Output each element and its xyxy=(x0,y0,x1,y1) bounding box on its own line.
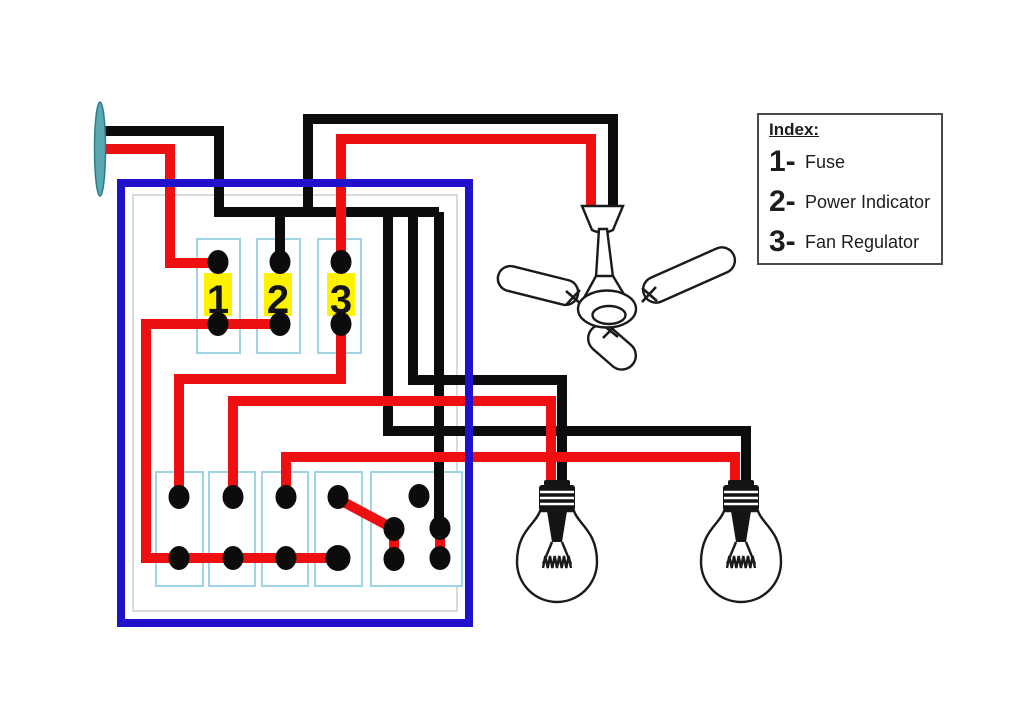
index-item-label: Power Indicator xyxy=(805,191,931,212)
index-title: Index: xyxy=(769,120,820,139)
index-box: Index: 1- Fuse 2- Power Indicator 3- Fan… xyxy=(757,113,943,265)
wire-red-regulator-to-fan xyxy=(336,134,596,262)
terminal-dot xyxy=(429,546,451,570)
fan-blade-bottom xyxy=(586,323,638,371)
terminal-dot xyxy=(269,312,291,336)
black-wires xyxy=(100,114,751,528)
fan-blade-clip xyxy=(565,289,582,306)
switchboard-outline xyxy=(117,179,473,627)
terminal-dot xyxy=(383,547,405,571)
terminal-dot xyxy=(168,546,190,570)
wire-red-supply-to-fuse xyxy=(100,144,214,268)
wire-red-switch-2-to-bulb-1 xyxy=(228,396,556,494)
component-number-2: 2 xyxy=(267,278,289,322)
component-number-1: 1 xyxy=(207,278,229,322)
index-item-label: Fan Regulator xyxy=(805,231,920,252)
terminal-dots xyxy=(168,250,451,571)
terminal-dot xyxy=(207,312,229,336)
index-item-number: 1- xyxy=(769,145,796,178)
label-highlight-1 xyxy=(204,273,232,316)
terminal-dot xyxy=(330,250,352,274)
index-item: 2- Power Indicator xyxy=(769,182,937,222)
fan-blade-left xyxy=(496,264,580,307)
ceiling-fan-icon xyxy=(496,204,737,371)
terminal-dot xyxy=(275,546,297,570)
fan-blade-right xyxy=(641,246,737,304)
terminal-dot xyxy=(222,485,244,509)
wire-black-supply-bus xyxy=(100,126,439,217)
index-item: 3- Fan Regulator xyxy=(769,222,937,262)
wire-black-to-bulb-2 xyxy=(383,212,751,490)
terminal-dot xyxy=(408,484,430,508)
label-highlight-2 xyxy=(264,273,292,316)
component-number-3: 3 xyxy=(330,278,352,322)
supply-cable-tip xyxy=(93,101,107,197)
terminal-dot xyxy=(327,485,349,509)
terminal-dot xyxy=(330,312,352,336)
index-item-label: Fuse xyxy=(805,151,846,172)
terminal-dot xyxy=(325,545,351,571)
terminal-dot xyxy=(168,485,190,509)
light-bulb-icon xyxy=(515,478,599,604)
wire-black-to-fan xyxy=(303,114,618,212)
fan-down-rod xyxy=(594,227,615,279)
index-item: 1- Fuse xyxy=(769,142,937,182)
terminal-dot xyxy=(383,517,405,541)
wire-red-regulator-out-to-switch-1 xyxy=(174,324,346,494)
red-wires xyxy=(100,134,740,563)
index-item-number: 3- xyxy=(769,225,796,258)
terminal-dot xyxy=(269,250,291,274)
fan-hub-ring xyxy=(591,304,627,326)
index-item-number: 2- xyxy=(769,185,796,218)
terminal-dot xyxy=(429,516,451,540)
light-bulb-icon xyxy=(699,478,783,604)
wire-red-switch-3-to-bulb-2 xyxy=(281,452,740,494)
terminal-dot xyxy=(207,250,229,274)
terminal-dot xyxy=(275,485,297,509)
terminal-dot xyxy=(222,546,244,570)
label-highlight-3 xyxy=(327,273,355,316)
fan-blade-clip xyxy=(641,286,658,303)
